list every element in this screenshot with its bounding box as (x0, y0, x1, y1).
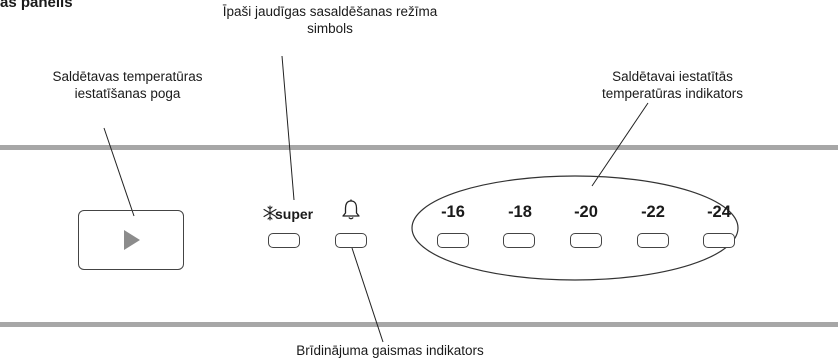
temp-indicators-leader-line (591, 102, 649, 187)
bell-icon (342, 199, 360, 220)
super-mode-callout-line-2: simbols (307, 21, 353, 36)
super-mode-indicator (268, 233, 300, 248)
panel-bottom-rule (0, 322, 838, 327)
panel-heading: as panelis (0, 0, 73, 11)
temp-label-minus-16: -16 (441, 203, 465, 221)
temp-button-leader-line (103, 127, 135, 217)
super-mode-callout-line-1: Īpaši jaudīgas sasaldēšanas režīma (222, 4, 438, 19)
super-mode-label: super (275, 206, 314, 222)
temp-button-callout: Saldētavas temperatūras iestatīšanas pog… (20, 68, 235, 102)
temp-label-minus-22: -22 (641, 203, 665, 221)
temp-indicator-minus-16 (437, 233, 469, 248)
super-mode-leader-line (281, 55, 295, 201)
alarm-indicator (335, 233, 367, 248)
temp-label-minus-24: -24 (707, 203, 731, 221)
freezer-temp-set-button[interactable] (78, 210, 184, 270)
play-triangle-icon (124, 230, 140, 250)
temp-indicator-minus-18 (503, 233, 535, 248)
temp-button-callout-line-2: iestatīšanas poga (74, 86, 181, 101)
alarm-indicator-callout: Brīdinājuma gaismas indikators (296, 343, 484, 358)
temp-indicators-callout-line-2: temperatūras indikators (601, 86, 744, 101)
temp-button-callout-line-1: Saldētavas temperatūras (52, 69, 203, 84)
temp-label-minus-18: -18 (508, 203, 532, 221)
temp-label-minus-20: -20 (574, 203, 598, 221)
temp-indicators-callout: Saldētavai iestatītās temperatūras indik… (565, 68, 780, 102)
super-mode-callout: Īpaši jaudīgas sasaldēšanas režīma simbo… (180, 3, 480, 37)
temp-indicators-callout-line-1: Saldētavai iestatītās (612, 69, 733, 84)
temp-indicator-minus-20 (570, 233, 602, 248)
temp-indicators-ellipse (411, 175, 739, 281)
snowflake-icon (263, 205, 277, 221)
alarm-indicator-leader-line (351, 247, 384, 343)
panel-top-rule (0, 145, 838, 150)
temp-indicator-minus-24 (703, 233, 735, 248)
temp-indicator-minus-22 (637, 233, 669, 248)
